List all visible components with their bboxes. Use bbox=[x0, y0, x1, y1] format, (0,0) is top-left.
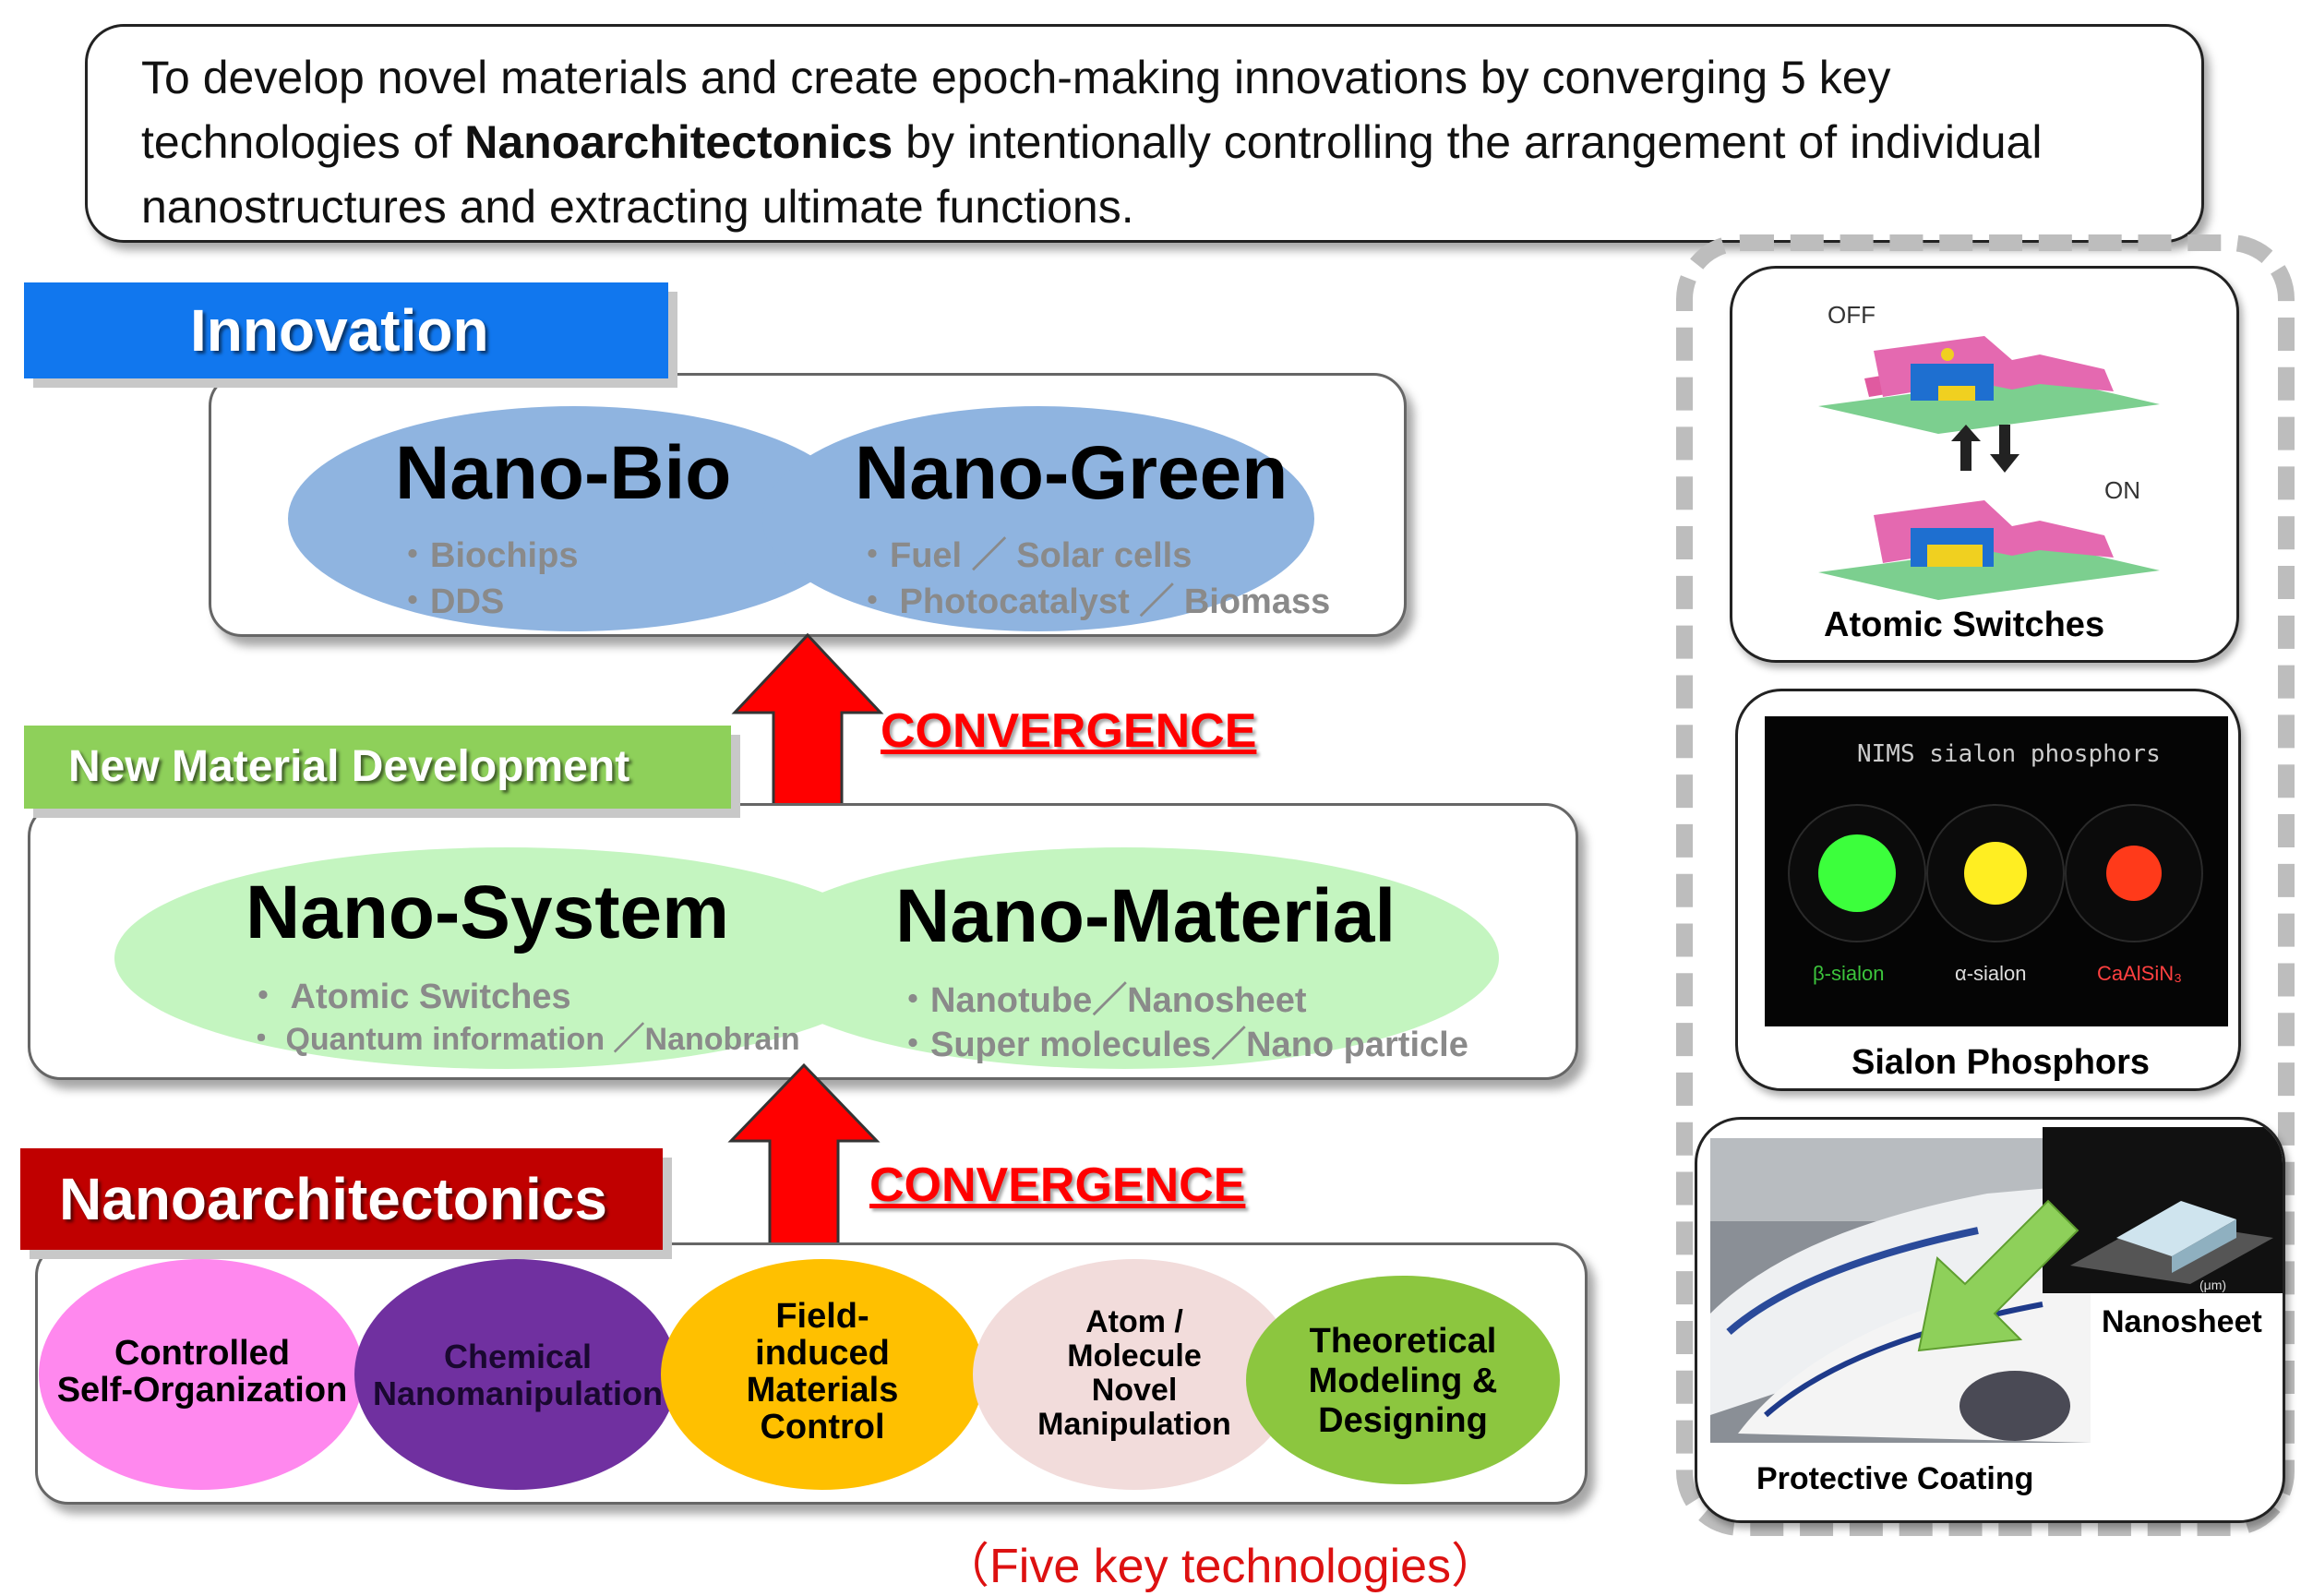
tech-atom-molecule-novel-manipulation bbox=[973, 1259, 1296, 1490]
mission-statement-box: To develop novel materials and create ep… bbox=[85, 24, 2204, 243]
examples-dashed-frame bbox=[1676, 234, 2295, 1536]
tech-5-label: Theoretical Modeling & Designing bbox=[1246, 1322, 1560, 1441]
nano-green-item-2: ・ Photocatalyst ／ Biomass bbox=[855, 582, 1331, 621]
nano-bio-title: Nano-Bio bbox=[395, 431, 732, 515]
nano-green-item-1: ・Fuel ／ Solar cells bbox=[855, 536, 1192, 575]
bullet-train-photo bbox=[1710, 1138, 2091, 1443]
atomic-switch-illustration bbox=[1818, 336, 2160, 600]
tech-2-label: Chemical Nanomanipulation bbox=[356, 1338, 679, 1412]
convergence-arrow-lower bbox=[727, 1062, 881, 1254]
protective-coating-card: (μm) Nanosheet Protective Coating bbox=[1695, 1117, 2285, 1523]
mission-line-2-post: by intentionally controlling the arrange… bbox=[893, 116, 2043, 168]
tech-theoretical-modeling-designing bbox=[1246, 1276, 1560, 1484]
atomic-off-label: OFF bbox=[1828, 301, 1876, 329]
afm-axis-unit: (μm) bbox=[2199, 1278, 2226, 1292]
nano-material-item-1: ・Nanotube／Nanosheet bbox=[895, 981, 1307, 1020]
nano-bio-item-1: ・Biochips bbox=[395, 536, 579, 575]
tech-3-label: Field- induced Materials Control bbox=[661, 1298, 984, 1446]
nano-bio-item-2: ・DDS bbox=[395, 582, 505, 621]
mission-text: To develop novel materials and create ep… bbox=[141, 45, 2209, 239]
tech-2-line-2: Nanomanipulation bbox=[373, 1374, 663, 1412]
sialon-label-caalsin3: CaAlSiN₃ bbox=[2097, 962, 2183, 985]
convergence-label-lower: CONVERGENCE bbox=[869, 1158, 1246, 1212]
tech-4-line-4: Manipulation bbox=[1037, 1407, 1231, 1442]
nano-green-title: Nano-Green bbox=[855, 431, 1288, 515]
nano-system-title: Nano-System bbox=[246, 870, 730, 954]
tech-1-line-2: Self-Organization bbox=[56, 1371, 348, 1410]
convergence-arrow-upper bbox=[731, 632, 884, 820]
tech-4-line-2: Molecule bbox=[1067, 1338, 1202, 1374]
mission-line-3: nanostructures and extracting ultimate f… bbox=[141, 181, 1134, 233]
atomic-on-label: ON bbox=[2104, 476, 2140, 504]
new-material-header: New Material Development bbox=[24, 726, 731, 809]
tech-5-line-3: Designing bbox=[1318, 1401, 1488, 1440]
tech-4-label: Atom / Molecule Novel Manipulation bbox=[973, 1305, 1296, 1442]
tech-3-line-1: Field- bbox=[775, 1297, 869, 1336]
nano-material-ellipse bbox=[749, 847, 1499, 1069]
nanoarchitectonics-header: Nanoarchitectonics bbox=[20, 1148, 663, 1250]
green-pointer-arrow bbox=[1917, 1199, 2079, 1352]
nanosheet-afm-image: (μm) bbox=[2043, 1127, 2283, 1293]
nanosheet-label: Nanosheet bbox=[2102, 1304, 2262, 1339]
nano-system-item-2: ・ Quantum information ／Nanobrain bbox=[246, 1022, 800, 1057]
nano-material-item-2: ・Super molecules／Nano particle bbox=[895, 1026, 1468, 1064]
sialon-photo: NIMS sialon phosphors β-sialon α-sialon … bbox=[1765, 716, 2228, 1026]
tech-4-line-3: Novel bbox=[1091, 1373, 1178, 1408]
phosphor-dishes bbox=[1788, 804, 2203, 942]
nano-green-ellipse bbox=[762, 406, 1314, 631]
tech-5-line-1: Theoretical bbox=[1309, 1322, 1497, 1361]
atomic-switches-caption: Atomic Switches bbox=[1824, 606, 2105, 644]
tech-5-line-2: Modeling & bbox=[1308, 1362, 1498, 1400]
innovation-header: Innovation bbox=[24, 282, 668, 378]
convergence-label-upper: CONVERGENCE bbox=[881, 704, 1257, 758]
sialon-photo-title: NIMS sialon phosphors bbox=[1857, 740, 2161, 768]
tech-4-line-1: Atom / bbox=[1085, 1304, 1183, 1339]
tech-3-line-3: Materials bbox=[746, 1371, 899, 1410]
tech-1-line-1: Controlled bbox=[114, 1334, 290, 1373]
sialon-label-beta: β-sialon bbox=[1813, 962, 1885, 985]
sialon-phosphors-caption: Sialon Phosphors bbox=[1852, 1043, 2151, 1082]
tech-controlled-self-organization bbox=[39, 1259, 364, 1490]
mission-line-2-pre: technologies of bbox=[141, 116, 465, 168]
mission-keyword: Nanoarchitectonics bbox=[464, 116, 893, 168]
tech-2-line-1: Chemical bbox=[443, 1338, 593, 1375]
tech-chemical-nanomanipulation bbox=[354, 1259, 677, 1490]
sialon-label-alpha: α-sialon bbox=[1955, 962, 2027, 985]
nano-material-title: Nano-Material bbox=[895, 874, 1396, 958]
tech-3-line-2: induced bbox=[755, 1334, 890, 1373]
tech-3-line-4: Control bbox=[760, 1408, 885, 1446]
nano-system-item-1: ・ Atomic Switches bbox=[246, 978, 571, 1016]
five-key-technologies-note: （Five key technologies） bbox=[941, 1540, 1500, 1593]
tech-1-label: Controlled Self-Organization bbox=[41, 1335, 364, 1409]
protective-coating-caption: Protective Coating bbox=[1756, 1461, 2034, 1496]
tech-field-induced-materials-control bbox=[661, 1259, 984, 1490]
mission-line-1: To develop novel materials and create ep… bbox=[141, 52, 1891, 103]
atomic-switches-card bbox=[1730, 266, 2239, 663]
